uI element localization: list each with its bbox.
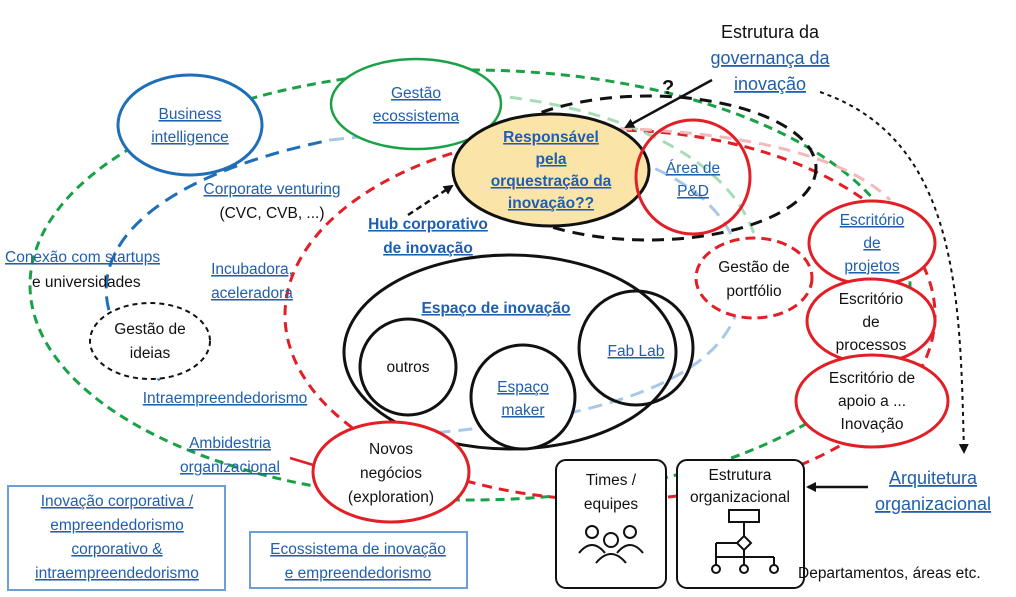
legend-box-corporate-line-1: Inovação corporativa / — [41, 493, 194, 510]
estrutura-org-label-2: organizacional — [690, 489, 790, 506]
legend-box-corporate-line-4: intraempreendedorismo — [35, 565, 199, 582]
area-pd-node — [634, 118, 752, 236]
espaco-maker-label-2: maker — [501, 402, 544, 419]
orchestrator-node — [451, 112, 651, 228]
outros-node — [358, 317, 458, 417]
escritorio-processos-label-1: Escritório — [839, 291, 904, 308]
header-line-1: Estrutura da — [721, 22, 820, 42]
architecture-dotted-arrow — [819, 91, 969, 454]
hub-label-1: Hub corporativo — [368, 216, 488, 233]
gestao-ecossistema-node — [329, 57, 503, 151]
escritorio-processos-label-2: de — [862, 314, 879, 331]
header-line-3: inovação — [734, 74, 806, 94]
team-icon — [578, 525, 644, 564]
incubadora-label-1: Incubadora, — [211, 261, 293, 278]
orchestrator-label-3: orquestração da — [491, 173, 612, 190]
orchestrator-label-4: inovação?? — [508, 195, 594, 212]
business-intelligence-node — [116, 73, 264, 177]
question-mark: ? — [662, 77, 674, 99]
novos-negocios-node — [311, 420, 471, 524]
gestao-ideias-label-2: ideias — [130, 345, 171, 362]
header-line-2: governança da — [710, 48, 830, 68]
times-label-1: Times / — [586, 472, 637, 489]
escritorio-apoio-label-3: Inovação — [841, 416, 904, 433]
escritorio-processos-label-3: processos — [836, 337, 907, 354]
times-label-2: equipes — [584, 496, 639, 513]
legend-box-ecosystem — [249, 531, 468, 589]
gestao-portfolio-label-2: portfólio — [726, 283, 781, 300]
ecosystem-boundary-green — [28, 68, 912, 502]
gestao-ideias-node — [89, 302, 211, 380]
legend-box-ecosystem-line-2: e empreendedorismo — [285, 565, 431, 582]
cvc-label: (CVC, CVB, ...) — [219, 205, 324, 222]
intraempreendedorismo-label: Intraempreendedorismo — [143, 390, 308, 407]
ambidestria-label-2: organizacional — [180, 459, 280, 476]
times-box — [555, 459, 667, 589]
gestao-ideias-label-1: Gestão de — [114, 321, 186, 338]
estrutura-org-label-1: Estrutura — [709, 467, 772, 484]
orchestrator-label-2: pela — [535, 151, 566, 168]
fab-lab-node — [577, 289, 695, 407]
governance-boundary — [478, 94, 818, 242]
arquitetura-label-1: Arquitetura — [889, 468, 978, 488]
gestao-portfolio-label-1: Gestão de — [718, 259, 790, 276]
light-green-arc — [489, 93, 762, 261]
departamentos-label: Departamentos, áreas etc. — [798, 565, 981, 582]
legend-box-corporate-line-3: corporativo & — [71, 541, 163, 558]
arquitetura-label-2: organizacional — [875, 494, 991, 514]
header-arrow — [624, 78, 713, 129]
org-chart-icon — [711, 509, 779, 574]
escritorio-projetos-label-3: projetos — [844, 258, 899, 275]
novos-negocios-label-1: Novos — [369, 441, 413, 458]
gestao-ecossistema-label-2: ecossistema — [373, 108, 460, 125]
hub-arrow — [407, 184, 454, 217]
espaco-inovacao-node — [342, 253, 678, 451]
fab-lab-label: Fab Lab — [608, 343, 665, 360]
escritorio-projetos-label-2: de — [863, 235, 880, 252]
business-intelligence-label-2: intelligence — [151, 129, 229, 146]
incubadora-label-2: aceleradora — [211, 285, 293, 302]
escritorio-apoio-label-1: Escritório de — [829, 370, 915, 387]
legend-box-ecosystem-line-1: Ecossistema de inovação — [270, 541, 446, 558]
gestao-portfolio-node — [694, 236, 814, 320]
business-intelligence-label-1: Business — [159, 106, 222, 123]
novos-negocios-label-3: (exploration) — [348, 489, 434, 506]
escritorio-apoio-label-2: apoio a ... — [838, 393, 906, 410]
ambidestria-label-1: Ambidestria — [189, 435, 271, 452]
escritorio-apoio-node — [794, 353, 950, 449]
hub-label-2: de inovação — [383, 240, 473, 257]
universidades-label: e universidades — [32, 274, 141, 291]
novos-negocios-label-2: negócios — [360, 465, 422, 482]
legend-box-corporate — [7, 485, 226, 591]
area-pd-label-2: P&D — [677, 183, 709, 200]
escritorio-projetos-label-1: Escritório — [840, 212, 905, 229]
corporate-venturing-label: Corporate venturing — [204, 181, 341, 198]
legend-box-corporate-line-2: empreendedorismo — [50, 517, 184, 534]
outros-label: outros — [386, 359, 429, 376]
pink-arc — [599, 126, 892, 202]
gestao-ecossistema-label-1: Gestão — [391, 85, 441, 102]
conexao-startups-label: Conexão com startups — [5, 249, 160, 266]
espaco-inovacao-label: Espaço de inovação — [421, 300, 570, 317]
espaco-maker-node — [469, 343, 577, 451]
espaco-maker-label-1: Espaço — [497, 379, 549, 396]
area-pd-label-1: Área de — [666, 160, 720, 177]
orchestrator-label-1: Responsável — [503, 129, 599, 146]
